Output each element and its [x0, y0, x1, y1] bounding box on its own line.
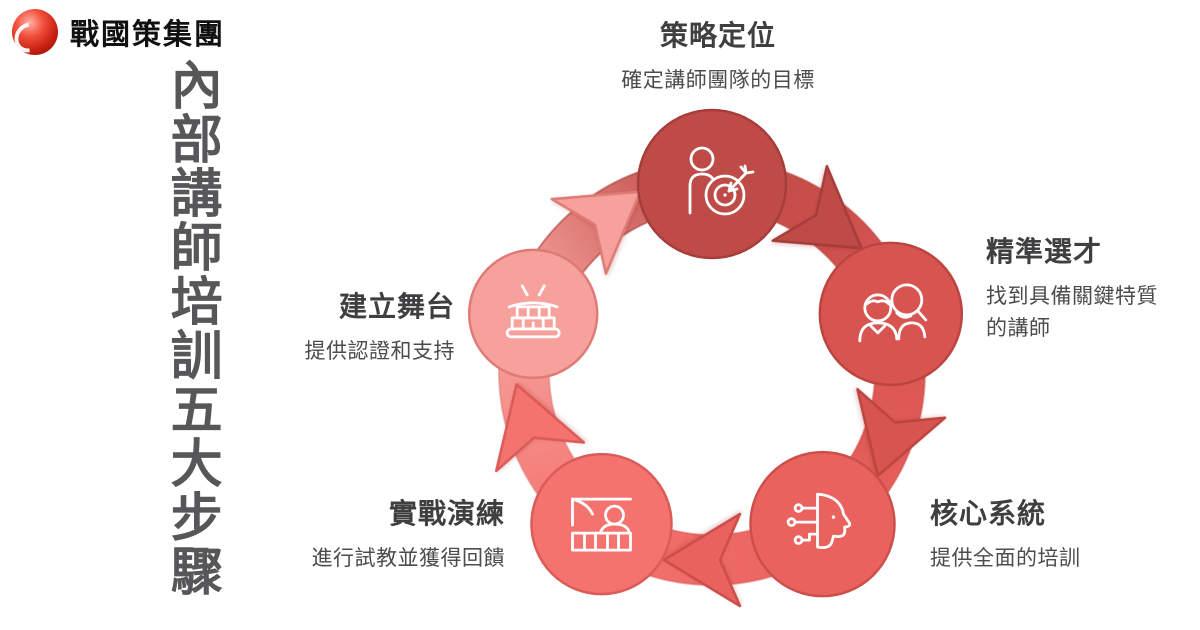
- step-2-label: 精準選才 找到具備關鍵特質的講師: [986, 235, 1178, 344]
- brand-logo: 戰國策集團: [12, 9, 225, 55]
- step-3-circle: [749, 450, 896, 598]
- brand-name: 戰國策集團: [70, 17, 226, 51]
- main-title: 內部講師培訓五大步驟: [161, 58, 222, 598]
- cycle-arrowhead-5: [550, 190, 642, 275]
- step-1-title: 策略定位: [659, 19, 776, 52]
- cycle-arrowhead-3: [662, 512, 742, 608]
- step-5-title: 建立舞台: [338, 290, 455, 323]
- step-3-desc: 提供全面的培訓: [930, 546, 1081, 571]
- step-4-desc: 進行試教並獲得回饋: [311, 546, 505, 571]
- step-5-desc: 提供認證和支持: [304, 339, 455, 364]
- ai-training-head-icon: [786, 492, 852, 549]
- stage-spotlight-icon: [505, 284, 561, 339]
- goal-target-person-icon: [688, 146, 755, 216]
- cycle-arrowhead-2: [856, 388, 947, 478]
- cycle-arrowhead-4: [495, 383, 586, 473]
- red-sphere-icon: [12, 9, 58, 55]
- step-2-title: 精準選才: [986, 235, 1103, 268]
- step-4-circle: [530, 452, 673, 596]
- step-1-desc: 確定講師團隊的目標: [621, 68, 815, 93]
- step-3-title: 核心系統: [930, 497, 1047, 530]
- talent-search-icon: [858, 283, 928, 343]
- step-2-desc: 找到具備關鍵特質的講師: [986, 284, 1158, 340]
- cycle-arrowhead-1: [771, 164, 863, 250]
- step-4-label: 實戰演練 進行試教並獲得回饋: [311, 497, 506, 575]
- practice-presentation-icon: [571, 497, 632, 552]
- step-3-label: 核心系統 提供全面的培訓: [930, 497, 1081, 575]
- step-1-label: 策略定位 確定講師團隊的目標: [621, 19, 815, 97]
- step-5-label: 建立舞台 提供認證和支持: [304, 290, 456, 368]
- step-1-circle: [636, 108, 788, 260]
- step-4-title: 實戰演練: [388, 497, 505, 530]
- step-5-circle: [467, 248, 599, 380]
